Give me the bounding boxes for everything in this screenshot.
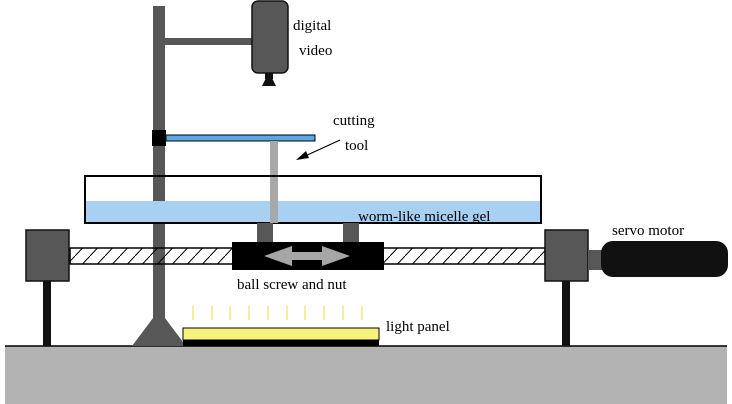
gel-label: worm-like micelle gel [358, 209, 490, 225]
stand-base [132, 318, 186, 346]
tool-pointer-head [296, 151, 309, 160]
camera-body [251, 0, 289, 74]
gel-fill [85, 201, 541, 223]
camera-label-line2: video [299, 43, 332, 59]
camera-arm [165, 38, 254, 45]
right-leg [562, 280, 570, 346]
screw-label: ball screw and nut [237, 277, 347, 293]
light-panel-base [183, 340, 379, 346]
camera-lens [262, 78, 276, 86]
cutting-tool-rod [270, 141, 278, 223]
motor-label: servo motor [612, 223, 684, 239]
camera-lens-neck [265, 73, 273, 79]
light-rays [192, 306, 363, 320]
floor [5, 346, 727, 404]
stand-clamp [152, 130, 166, 146]
light-panel [182, 327, 380, 341]
tool-label-line1: cutting [333, 113, 375, 129]
servo-motor [601, 241, 728, 277]
gel-tank [84, 175, 542, 224]
tool-pointer-line [302, 139, 341, 158]
light-label: light panel [386, 319, 450, 335]
double-headed-arrow-icon [264, 246, 350, 266]
cutting-tool-rod-lower [270, 201, 278, 223]
cutting-tool-blade [165, 134, 316, 142]
left-end-block [25, 229, 70, 282]
left-leg [43, 280, 51, 346]
camera-label-line1: digital [293, 18, 331, 34]
motor-shaft [588, 250, 602, 270]
right-end-block [544, 229, 589, 282]
stand-pole [153, 6, 165, 324]
nut-support-left [257, 223, 273, 243]
nut-support-right [343, 223, 359, 243]
tool-label-line2: tool [345, 138, 368, 154]
